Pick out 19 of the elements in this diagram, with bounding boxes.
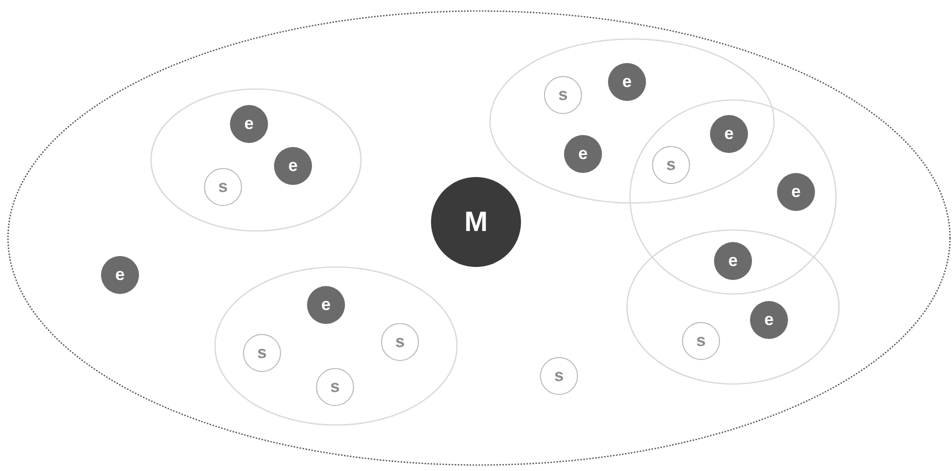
- circle-node: e: [750, 301, 788, 339]
- circle-node: s: [381, 323, 419, 361]
- circle-node: e: [714, 242, 752, 280]
- circle-node: e: [777, 173, 815, 211]
- circle-node: e: [608, 63, 646, 101]
- circle-node: s: [204, 168, 242, 206]
- circle-node: e: [101, 256, 139, 294]
- circle-node: s: [682, 322, 720, 360]
- circle-node: s: [316, 368, 354, 406]
- circle-node: s: [652, 146, 690, 184]
- circle-node: s: [544, 76, 582, 114]
- circle-node: s: [243, 334, 281, 372]
- circle-node: e: [274, 147, 312, 185]
- circle-node: e: [564, 135, 602, 173]
- large-circle-node: M: [431, 177, 521, 267]
- circle-node: e: [307, 286, 345, 324]
- circle-node: e: [230, 105, 268, 143]
- circle-node: e: [710, 115, 748, 153]
- circle-node: s: [540, 357, 578, 395]
